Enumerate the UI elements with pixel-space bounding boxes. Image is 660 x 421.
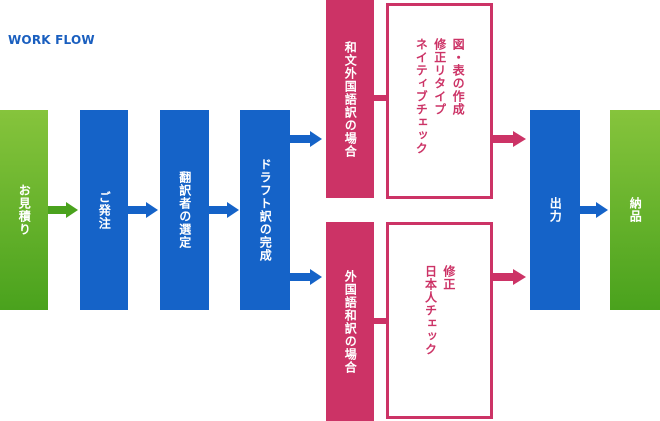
step-order-label: ご発注 bbox=[97, 190, 112, 230]
arrow-draft-to-branch-top bbox=[290, 131, 322, 147]
step-estimate-label: お見積り bbox=[17, 184, 32, 236]
branch-ja-to-foreign: 和文外国語訳の場合 bbox=[326, 0, 374, 198]
branch-ja-to-foreign-label: 和文外国語訳の場合 bbox=[343, 40, 358, 158]
connector-bottom bbox=[374, 318, 386, 324]
step-delivery-label: 納品 bbox=[628, 197, 643, 223]
task-correction: 修正 bbox=[441, 265, 456, 291]
arrow-draft-to-branch-bottom bbox=[290, 269, 322, 285]
arrow-branch-top-to-output bbox=[493, 131, 526, 147]
step-translator-selection: 翻訳者の選定 bbox=[160, 110, 209, 310]
task-native-check: ネイティブチェック bbox=[414, 38, 429, 155]
branch-ja-to-foreign-tasks: 図・表の作成 修正リタイプ ネイティブチェック bbox=[386, 3, 493, 199]
step-output-label: 出力 bbox=[548, 197, 563, 223]
step-order: ご発注 bbox=[80, 110, 128, 310]
step-estimate: お見積り bbox=[0, 110, 48, 310]
step-delivery: 納品 bbox=[610, 110, 660, 310]
connector-top bbox=[374, 95, 386, 101]
task-japanese-check: 日本人チェック bbox=[423, 265, 438, 356]
branch-foreign-to-ja-label: 外国語和訳の場合 bbox=[343, 269, 358, 374]
arrow-selection-to-draft bbox=[209, 202, 239, 218]
task-correction-retype: 修正リタイプ bbox=[432, 38, 447, 116]
arrow-branch-bottom-to-output bbox=[493, 269, 526, 285]
step-draft-complete: ドラフト訳の完成 bbox=[240, 110, 290, 310]
step-translator-selection-label: 翻訳者の選定 bbox=[177, 171, 192, 249]
arrow-output-to-delivery bbox=[580, 202, 608, 218]
arrow-estimate-to-order bbox=[48, 202, 78, 218]
arrow-order-to-selection bbox=[128, 202, 158, 218]
branch-foreign-to-ja: 外国語和訳の場合 bbox=[326, 222, 374, 421]
task-create-figures: 図・表の作成 bbox=[451, 38, 466, 116]
branch-foreign-to-ja-tasks: 修正 日本人チェック bbox=[386, 222, 493, 419]
step-output: 出力 bbox=[530, 110, 580, 310]
step-draft-complete-label: ドラフト訳の完成 bbox=[258, 158, 273, 262]
workflow-title: WORK FLOW bbox=[8, 33, 95, 47]
